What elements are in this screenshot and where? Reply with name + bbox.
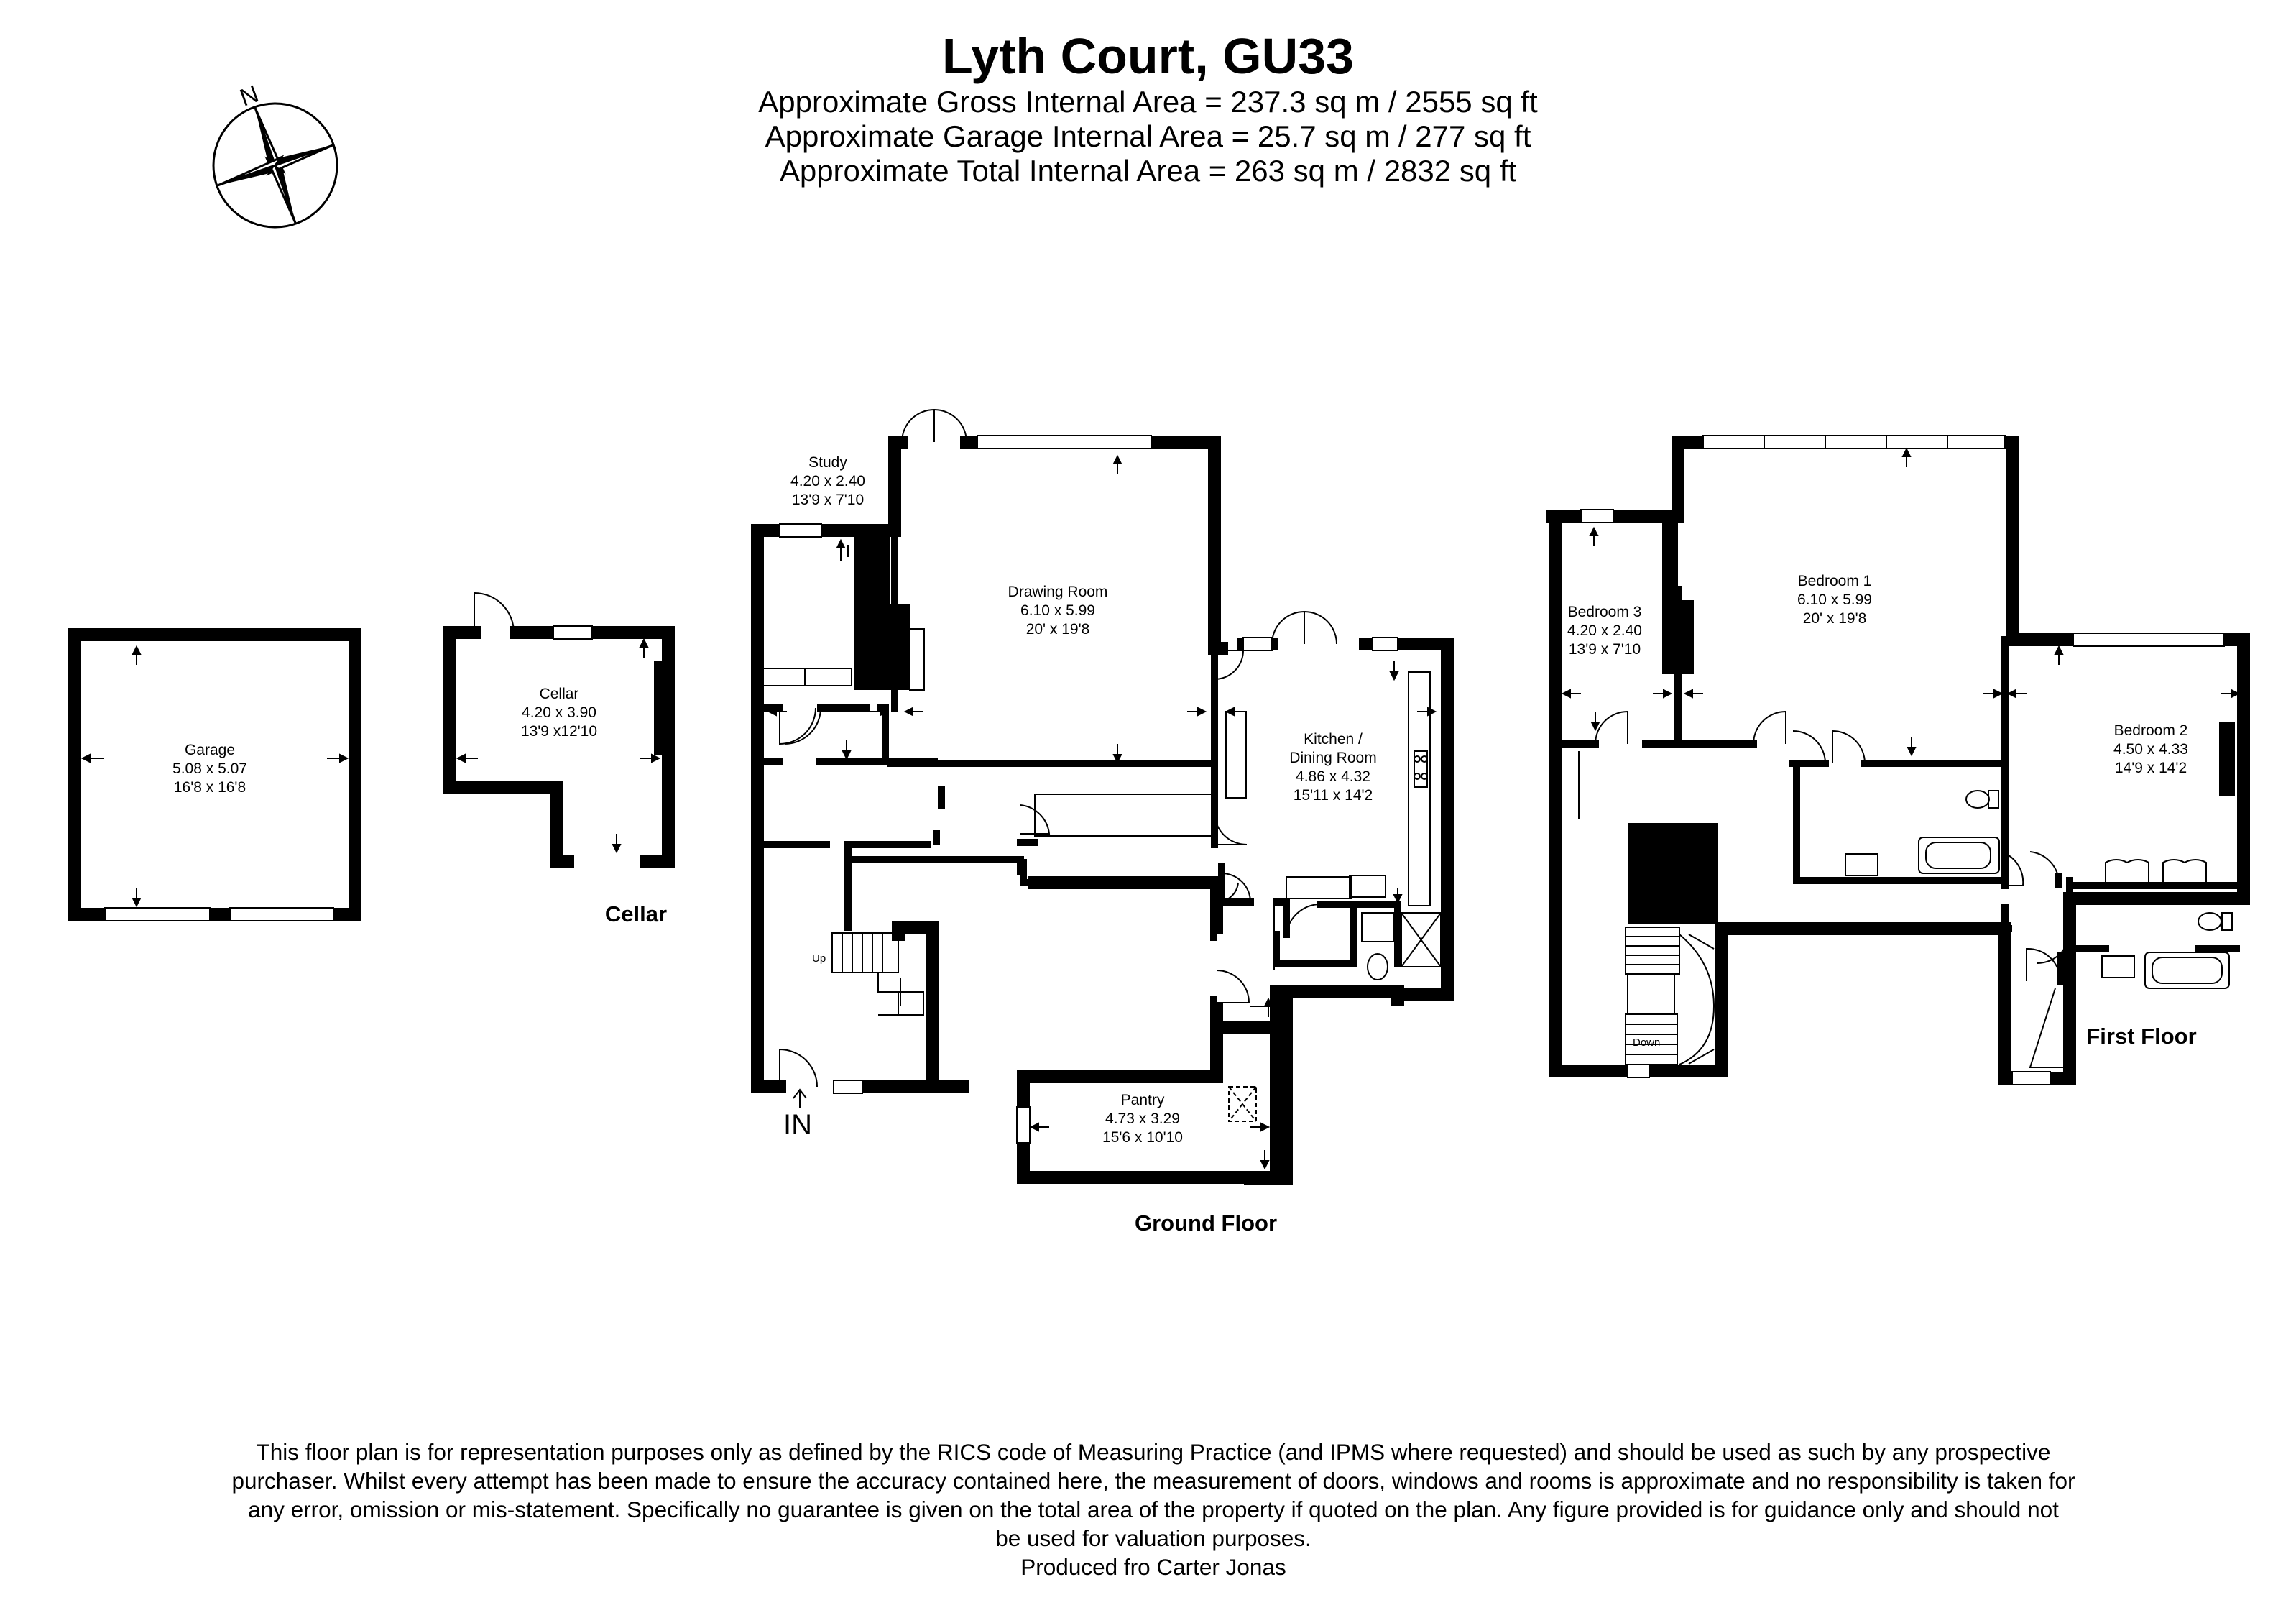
garage-imperial: 16'8 x 16'8: [174, 779, 246, 796]
kitchen-metric: 4.86 x 4.32: [1296, 768, 1370, 785]
stairs-up-label: Up: [812, 952, 826, 965]
garage: Garage 5.08 x 5.07 16'8 x 16'8: [68, 628, 361, 921]
cellar-floor-label: Cellar: [605, 901, 667, 927]
kitchen-imperial: 15'11 x 14'2: [1294, 787, 1373, 804]
bedroom3-metric: 4.20 x 2.40: [1567, 622, 1642, 639]
stairs-down-label: Down: [1633, 1036, 1660, 1049]
bedroom1-imperial: 20' x 19'8: [1803, 610, 1867, 627]
total-internal-area: Approximate Total Internal Area = 263 sq…: [779, 154, 1517, 188]
pantry-metric: 4.73 x 3.29: [1105, 1111, 1180, 1127]
cellar-name: Cellar: [540, 686, 579, 702]
disclaimer-line-4: be used for valuation purposes.: [995, 1525, 1311, 1551]
garage-internal-area: Approximate Garage Internal Area = 25.7 …: [765, 119, 1531, 153]
page-title: Lyth Court, GU33: [942, 28, 1354, 84]
pantry-imperial: 15'6 x 10'10: [1102, 1129, 1183, 1146]
disclaimer-line-3: any error, omission or mis-statement. Sp…: [248, 1496, 2059, 1522]
entrance-label: IN: [783, 1109, 812, 1141]
disclaimer-line-2: purchaser. Whilst every attempt has been…: [231, 1468, 2075, 1494]
bedroom2-name: Bedroom 2: [2114, 722, 2188, 739]
pantry-name: Pantry: [1121, 1092, 1165, 1108]
disclaimer: This floor plan is for representation pu…: [155, 1438, 2152, 1581]
cellar-metric: 4.20 x 3.90: [522, 704, 596, 721]
garage-name: Garage: [185, 742, 235, 758]
first-floor: Bedroom 3 4.20 x 2.40 13'9 x 7'10 Bedroo…: [1546, 435, 2250, 1085]
study-name: Study: [808, 454, 847, 471]
bedroom3-imperial: 13'9 x 7'10: [1569, 641, 1641, 658]
ground-floor: Study 4.20 x 2.40 13'9 x 7'10 Drawing Ro…: [751, 408, 1454, 1185]
bedroom2-imperial: 14'9 x 14'2: [2115, 760, 2187, 776]
ground-floor-label: Ground Floor: [1135, 1210, 1277, 1236]
cellar-imperial: 13'9 x12'10: [521, 723, 597, 740]
bedroom3-name: Bedroom 3: [1568, 604, 1642, 620]
kitchen-name: Kitchen /: [1304, 731, 1363, 748]
first-floor-label: First Floor: [2086, 1024, 2196, 1049]
gross-internal-area: Approximate Gross Internal Area = 237.3 …: [758, 85, 1538, 119]
compass-rose-icon: N: [212, 81, 338, 229]
drawing-room-imperial: 20' x 19'8: [1026, 621, 1090, 638]
bedroom1-name: Bedroom 1: [1798, 573, 1872, 589]
bedroom2-metric: 4.50 x 4.33: [2113, 741, 2188, 758]
north-label: N: [236, 81, 262, 112]
garage-metric: 5.08 x 5.07: [172, 760, 247, 777]
drawing-room-metric: 6.10 x 5.99: [1020, 602, 1095, 619]
disclaimer-line-1: This floor plan is for representation pu…: [256, 1439, 2051, 1465]
bedroom1-metric: 6.10 x 5.99: [1797, 592, 1872, 608]
disclaimer-line-5: Produced fro Carter Jonas: [1020, 1554, 1286, 1580]
study-metric: 4.20 x 2.40: [790, 473, 865, 489]
kitchen-name-2: Dining Room: [1289, 750, 1376, 766]
study-imperial: 13'9 x 7'10: [792, 492, 864, 508]
drawing-room-name: Drawing Room: [1008, 584, 1108, 600]
cellar: Cellar 4.20 x 3.90 13'9 x12'10: [443, 592, 675, 868]
